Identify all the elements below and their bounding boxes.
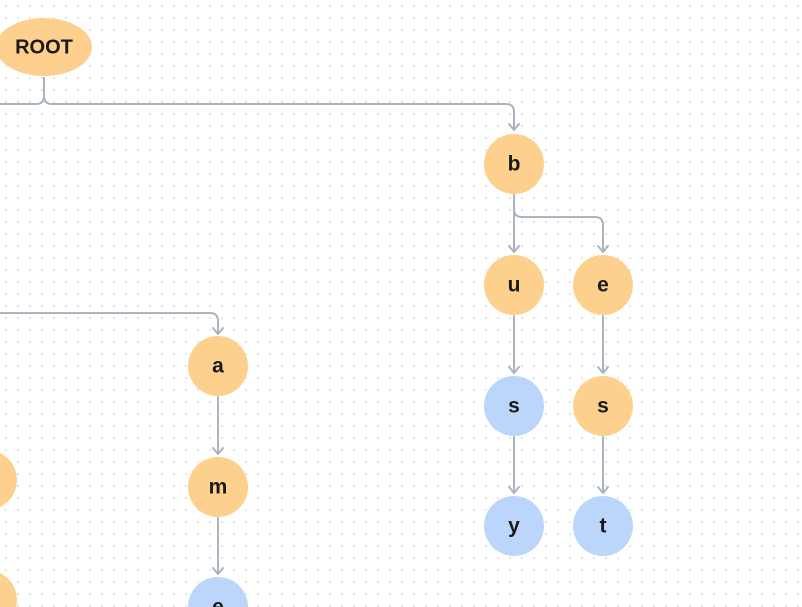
edge-bes-best-arrowhead (597, 486, 609, 494)
trie-node-busy-label: y (508, 515, 520, 538)
trie-node-busy[interactable]: y (484, 496, 544, 556)
trie-node-left2[interactable] (0, 570, 17, 607)
trie-node-root-shape (0, 18, 92, 76)
edge-root-left-branch (0, 77, 45, 105)
trie-node-be-shape (573, 255, 633, 315)
trie-node-bes-shape (573, 376, 633, 436)
edge-root-b-arrowhead (508, 123, 520, 131)
trie-node-am-shape (188, 457, 248, 517)
edge-root-b (43, 77, 515, 129)
trie-node-root[interactable]: ROOT (0, 18, 92, 76)
trie-node-left2-shape (0, 572, 17, 607)
edge-b-be-arrowhead (597, 245, 609, 253)
trie-node-ame-shape (188, 577, 248, 607)
trie-node-bes[interactable]: s (573, 376, 633, 436)
edge-a-am-arrowhead (212, 447, 224, 455)
trie-node-bus-shape (484, 376, 544, 436)
trie-node-b-shape (484, 134, 544, 194)
edge-b-be (513, 194, 604, 251)
trie-node-bu-label: u (508, 274, 521, 297)
nodes-layer: ROOT b u e s s y t a m e (0, 18, 633, 607)
edge-b-bu-arrowhead (508, 245, 520, 253)
trie-node-left1[interactable] (0, 450, 17, 510)
edge-root-a-arrowhead (212, 327, 224, 335)
trie-node-a-shape (188, 336, 248, 396)
edge-be-bes-arrowhead (597, 366, 609, 374)
trie-node-root-label: ROOT (15, 36, 73, 58)
trie-node-busy-shape (484, 496, 544, 556)
trie-node-left1-shape (0, 452, 17, 508)
trie-node-bes-label: s (597, 395, 609, 418)
trie-node-ame-label: e (212, 596, 224, 607)
edge-bus-busy-arrowhead (508, 486, 520, 494)
trie-node-best-label: t (600, 515, 607, 538)
trie-node-bu[interactable]: u (484, 255, 544, 315)
trie-node-am[interactable]: m (188, 457, 248, 517)
trie-node-a[interactable]: a (188, 336, 248, 396)
trie-node-a-label: a (212, 355, 224, 378)
trie-node-bu-shape (484, 255, 544, 315)
trie-node-bus[interactable]: s (484, 376, 544, 436)
edge-root-a (0, 312, 219, 333)
trie-node-bus-label: s (508, 395, 520, 418)
trie-node-am-label: m (209, 476, 228, 499)
trie-node-best[interactable]: t (573, 496, 633, 556)
trie-node-ame[interactable]: e (188, 577, 248, 607)
trie-node-be-label: e (597, 274, 609, 297)
trie-node-b[interactable]: b (484, 134, 544, 194)
trie-node-best-shape (573, 496, 633, 556)
trie-node-be[interactable]: e (573, 255, 633, 315)
edge-bu-bus-arrowhead (508, 366, 520, 374)
trie-node-b-label: b (508, 153, 521, 176)
edge-am-ame-arrowhead (212, 567, 224, 575)
edges-layer (0, 77, 609, 575)
